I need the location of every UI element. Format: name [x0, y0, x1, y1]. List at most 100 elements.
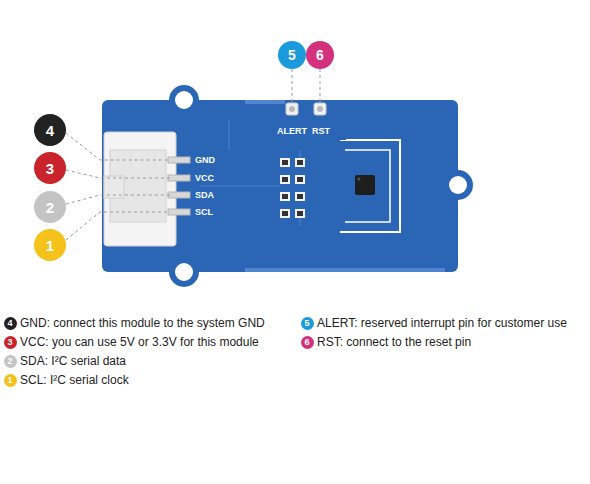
pin-description: SCL: I²C serial clock [20, 374, 129, 386]
callout-number: 3 [34, 152, 66, 184]
callout-text: 5 [278, 41, 306, 69]
resistor-body [282, 211, 288, 216]
callout-text: 6 [301, 336, 314, 349]
pin-description: SDA: I²C serial data [20, 355, 126, 367]
callout-number: 3 [4, 336, 17, 349]
callout-text: 2 [34, 191, 66, 223]
callout-number: 5 [278, 41, 306, 69]
mounting-ear [443, 170, 473, 200]
pcb-trace [228, 120, 230, 150]
pin-description: RST: connect to the reset pin [317, 336, 471, 348]
board-gap [340, 132, 346, 140]
mounting-hole [175, 263, 193, 281]
callout-text: 2 [4, 355, 17, 368]
leader-line [292, 69, 293, 103]
callout-text: 3 [4, 336, 17, 349]
callout-number: 4 [34, 114, 66, 146]
pad-hole [289, 106, 295, 112]
callout-text: 4 [4, 317, 17, 330]
resistor-body [297, 177, 303, 182]
pcb-board [102, 85, 473, 287]
pcb-trace [200, 150, 300, 226]
passive-components [280, 158, 305, 218]
pin-name: SCL [195, 208, 213, 217]
pin-name: VCC [195, 174, 214, 183]
pin-description: ALERT: reserved interrupt pin for custom… [317, 317, 567, 329]
connector-pin [168, 209, 190, 215]
resistor-symbol [295, 175, 305, 184]
callout-circle [4, 317, 17, 330]
resistor-symbol [280, 209, 290, 218]
callout-circle [301, 336, 314, 349]
silkscreen-frame [340, 140, 400, 232]
mounting-ear [169, 257, 199, 287]
callout-number: 5 [301, 317, 314, 330]
pad-hole [317, 106, 323, 112]
resistor-body [297, 194, 303, 199]
mounting-hole [175, 91, 193, 109]
callout-circle [301, 317, 314, 330]
pin-name: GND [195, 156, 215, 165]
callout-circle [34, 114, 66, 146]
callout-text: 3 [34, 152, 66, 184]
callout-text: 5 [301, 317, 314, 330]
callout-number: 6 [301, 336, 314, 349]
resistor-body [282, 160, 288, 165]
resistor-body [282, 194, 288, 199]
callout-number: 1 [4, 374, 17, 387]
leader-line [66, 170, 170, 178]
resistor-symbol [280, 158, 290, 167]
header-pads [286, 103, 326, 115]
callout-circle [278, 41, 306, 69]
pin1-mark [358, 178, 361, 181]
callout-circle [4, 336, 17, 349]
pcb-body [102, 100, 458, 272]
board-edge-highlight [245, 100, 285, 104]
callout-circle [4, 374, 17, 387]
grove-connector [104, 132, 190, 246]
solder-pad [314, 103, 326, 115]
callout-number: 2 [4, 355, 17, 368]
sensor [340, 132, 400, 232]
leader-line [66, 133, 170, 160]
callout-circle [34, 229, 66, 261]
resistor-body [297, 160, 303, 165]
callout-number: 6 [306, 41, 334, 69]
resistor-symbol [280, 192, 290, 201]
connector-pin [168, 157, 190, 163]
solder-pad [286, 103, 298, 115]
connector-pin [168, 192, 190, 198]
connector-housing [104, 132, 176, 246]
leader-lines [66, 69, 320, 240]
pin-description: GND: connect this module to the system G… [20, 317, 265, 329]
callout-number: 2 [34, 191, 66, 223]
pin-description: VCC: you can use 5V or 3.3V for this mod… [20, 336, 259, 348]
callout-circle [4, 355, 17, 368]
mounting-hole [449, 176, 467, 194]
mounting-ear [169, 85, 199, 115]
callout-circle [34, 152, 66, 184]
resistor-body [297, 211, 303, 216]
callout-text: 4 [34, 114, 66, 146]
resistor-symbol [295, 192, 305, 201]
silkscreen-frame [345, 150, 390, 222]
pin-name: ALERT [277, 127, 307, 136]
callout-number: 1 [34, 229, 66, 261]
leader-line [66, 212, 170, 240]
callout-text: 1 [34, 229, 66, 261]
pin-name: SDA [195, 191, 214, 200]
leader-line [66, 195, 170, 204]
sensor-chip [355, 175, 375, 195]
callout-number: 4 [4, 317, 17, 330]
callout-circle [34, 191, 66, 223]
callout-text: 6 [306, 41, 334, 69]
resistor-body [282, 177, 288, 182]
callout-text: 1 [4, 374, 17, 387]
callout-circle [306, 41, 334, 69]
pin-name: RST [312, 127, 330, 136]
connector-pin [168, 175, 190, 181]
leader-line [320, 69, 321, 103]
resistor-symbol [280, 175, 290, 184]
board-edge-highlight [245, 268, 445, 272]
